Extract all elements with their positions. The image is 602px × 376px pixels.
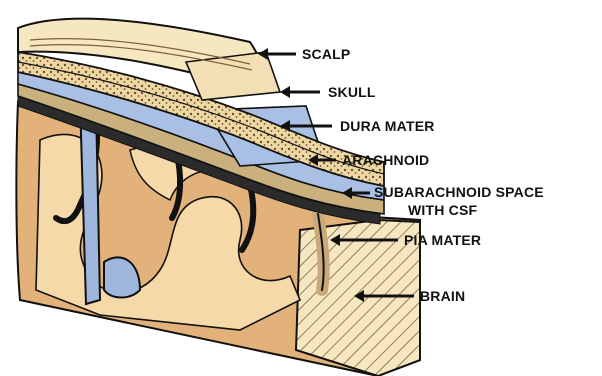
- label-scalp-text: SCALP: [302, 46, 350, 62]
- label-skull: SKULL: [280, 84, 376, 100]
- label-arachnoid-text: ARACHNOID: [342, 152, 429, 168]
- label-subarachnoid-line1: SUBARACHNOID SPACE: [374, 184, 544, 200]
- label-dura-mater-text: DURA MATER: [340, 118, 435, 134]
- label-subarachnoid-line2: WITH CSF: [408, 202, 478, 218]
- label-scalp: SCALP: [258, 46, 350, 62]
- arrowhead-skull: [280, 86, 290, 98]
- label-skull-text: SKULL: [328, 84, 376, 100]
- label-brain-text: BRAIN: [420, 288, 465, 304]
- label-pia-mater-text: PIA MATER: [404, 232, 481, 248]
